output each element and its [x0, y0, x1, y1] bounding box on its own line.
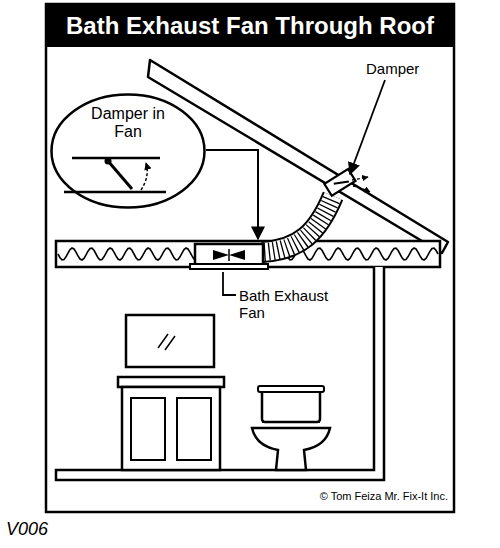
leader-line — [350, 80, 385, 174]
damper-housing — [64, 158, 166, 192]
counter — [118, 377, 224, 387]
fan-housing — [195, 244, 263, 266]
damper-flap — [108, 161, 132, 189]
toilet-bowl — [252, 428, 330, 470]
callout-circle: Damper in Fan — [50, 93, 206, 209]
vanity-door — [177, 398, 211, 460]
vanity — [122, 387, 220, 470]
mirror-shine — [158, 334, 175, 350]
figure-code: V006 — [6, 519, 48, 540]
leader-line — [223, 272, 236, 295]
airflow — [352, 177, 368, 180]
fan-motor — [228, 249, 230, 261]
fan-grille — [190, 264, 268, 269]
callout-title: Damper in Fan — [78, 105, 178, 142]
wall-floor — [56, 267, 384, 480]
airflow — [141, 163, 147, 190]
duct — [262, 196, 333, 252]
fan-blades — [213, 250, 245, 260]
title-bar: Bath Exhaust Fan Through Roof — [47, 5, 453, 47]
roof — [148, 60, 448, 253]
vanity-door — [131, 398, 165, 460]
duct-ribs — [264, 198, 332, 252]
toilet-seat — [262, 421, 320, 423]
frame — [46, 4, 454, 512]
toilet-lid — [258, 386, 324, 392]
leader-line — [206, 150, 258, 239]
copyright: © Tom Feiza Mr. Fix-It Inc. — [320, 490, 448, 503]
toilet-tank — [262, 390, 320, 422]
part-label: Damper — [366, 60, 419, 77]
mirror — [126, 315, 214, 367]
title: Bath Exhaust Fan Through Roof — [66, 12, 434, 40]
duct-outline — [262, 196, 333, 252]
airflow — [353, 186, 370, 192]
part-label: Bath Exhaust Fan — [239, 287, 349, 322]
